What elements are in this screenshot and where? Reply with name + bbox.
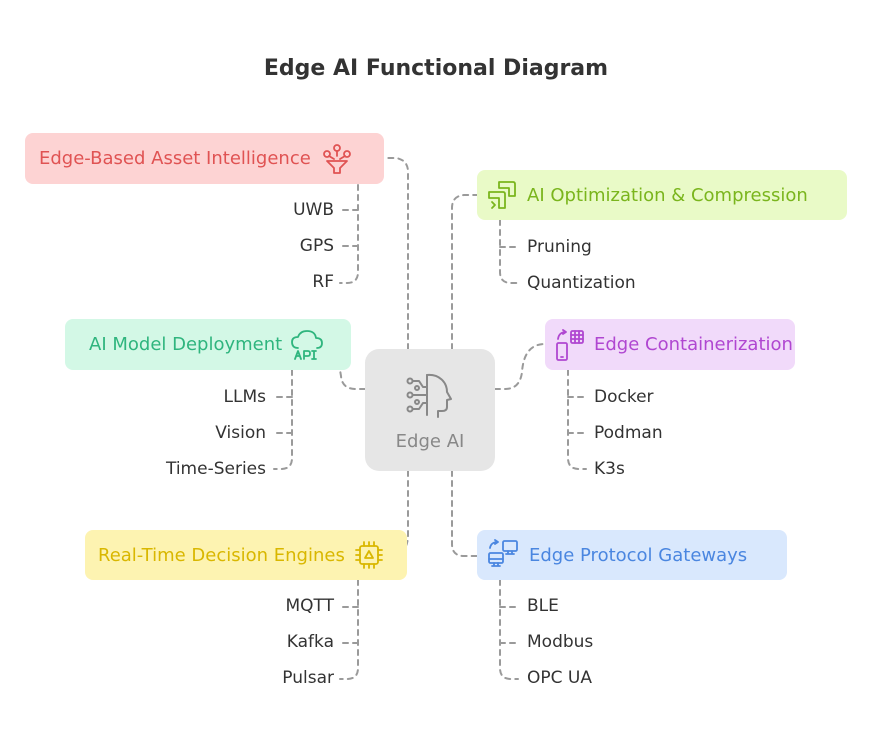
- connector-asset-items: [339, 184, 359, 284]
- cloud-api-icon: [291, 329, 324, 360]
- center-label: Edge AI: [395, 431, 465, 452]
- diagram-title: Edge AI Functional Diagram: [263, 56, 609, 81]
- list-item-decision-mqtt: MQTT: [285, 596, 334, 616]
- funnel-network-icon: [322, 143, 351, 174]
- asset-intelligence-node: Edge-Based Asset Intelligence: [25, 133, 384, 184]
- protocol-node: Edge Protocol Gateways: [477, 530, 787, 580]
- list-item-deployment-llms: LLMs: [223, 387, 266, 407]
- list-item-asset-rf: RF: [312, 272, 334, 292]
- connector-deployment-items: [273, 369, 293, 470]
- connector-center-asset: [383, 157, 409, 350]
- list-item-decision-pulsar: Pulsar: [282, 668, 334, 688]
- connector-center-optimization: [451, 194, 479, 350]
- connector-protocol-items: [499, 579, 519, 680]
- list-item-containerization-podman: Podman: [594, 423, 663, 443]
- connector-containerization-items: [567, 369, 587, 470]
- ai-head-icon: [406, 373, 452, 418]
- list-item-containerization-k3s: K3s: [594, 459, 625, 479]
- device-transfer-icon: [556, 328, 584, 361]
- optimization-label: AI Optimization & Compression: [527, 184, 808, 206]
- list-item-protocol-modbus: Modbus: [527, 632, 594, 652]
- center-node: Edge AI: [365, 349, 495, 471]
- connector-center-protocol: [451, 470, 479, 557]
- compress-arrows-icon: [488, 181, 516, 209]
- connector-center-deployment: [339, 369, 366, 390]
- containerization-node: Edge Containerization: [545, 319, 795, 370]
- list-item-deployment-time-series: Time-Series: [165, 459, 266, 479]
- decision-label: Real-Time Decision Engines: [98, 544, 345, 566]
- list-item-deployment-vision: Vision: [215, 423, 266, 443]
- asset-intelligence-label: Edge-Based Asset Intelligence: [39, 148, 311, 169]
- deployment-node: AI Model Deployment: [65, 319, 351, 370]
- cpu-chip-icon: [354, 541, 383, 569]
- list-item-asset-gps: GPS: [299, 236, 334, 256]
- list-item-protocol-opc-ua: OPC UA: [527, 668, 592, 688]
- list-item-asset-uwb: UWB: [293, 200, 334, 220]
- computers-sync-icon: [488, 539, 518, 567]
- optimization-node: AI Optimization & Compression: [477, 170, 847, 220]
- list-item-decision-kafka: Kafka: [286, 632, 334, 652]
- protocol-label: Edge Protocol Gateways: [529, 544, 748, 566]
- list-item-protocol-ble: BLE: [527, 596, 559, 616]
- connector-decision-items: [339, 579, 359, 680]
- list-item-optimization-quantization: Quantization: [527, 273, 636, 293]
- connector-optimization-items: [499, 219, 519, 284]
- deployment-label: AI Model Deployment: [89, 334, 283, 355]
- list-item-containerization-docker: Docker: [594, 387, 654, 407]
- list-item-optimization-pruning: Pruning: [527, 237, 592, 257]
- containerization-label: Edge Containerization: [594, 334, 793, 355]
- decision-node: Real-Time Decision Engines: [85, 530, 407, 580]
- connector-center-containerization: [494, 343, 546, 390]
